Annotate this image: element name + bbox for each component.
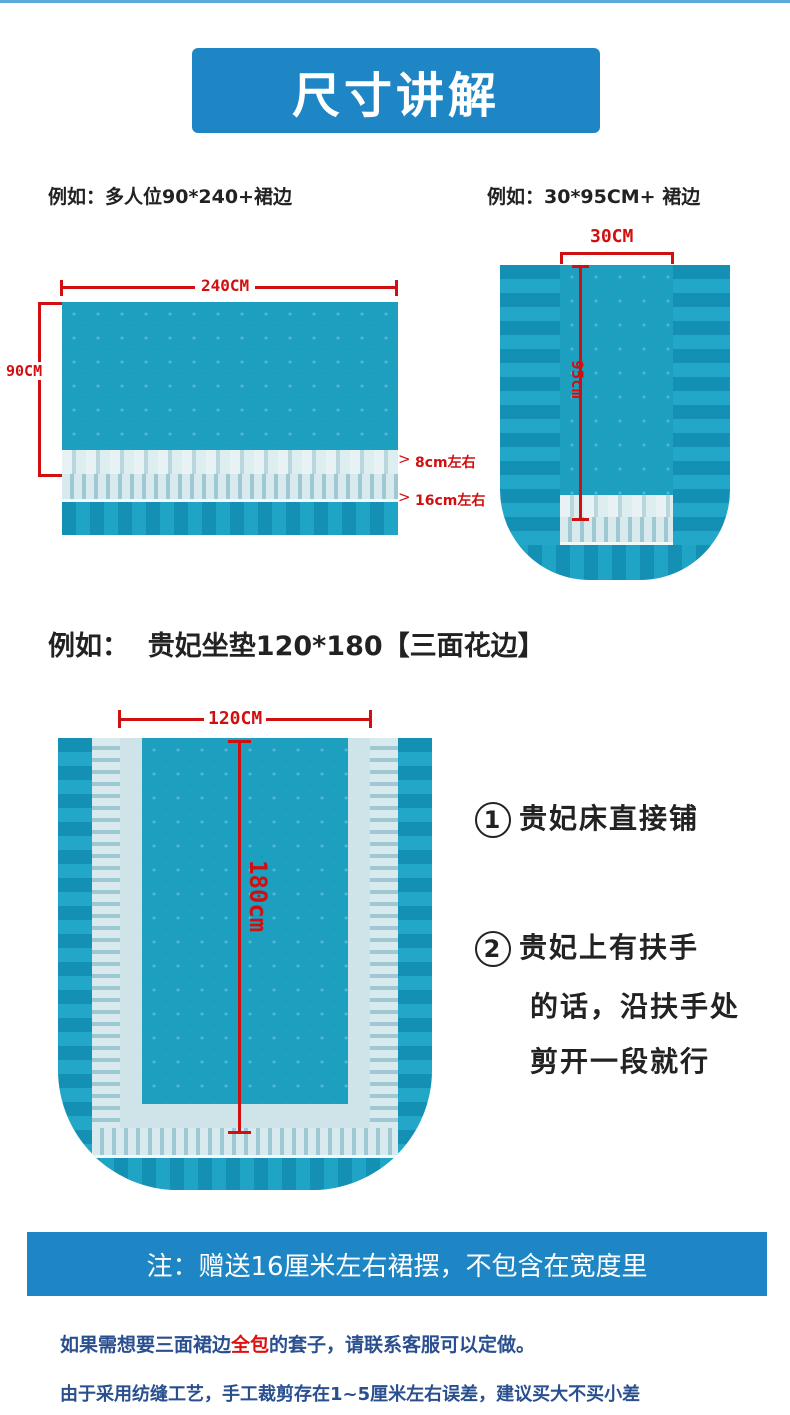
chair-cushion-image (500, 265, 730, 580)
sofa-cushion-image (62, 302, 398, 535)
lace-size-label: 8cm左右 (415, 455, 476, 471)
top-divider (0, 0, 790, 3)
custom-order-note: 如果需想要三面裙边全包的套子，请联系客服可以定做。 (60, 1334, 536, 1356)
height-measure-90 (38, 302, 41, 476)
number-circle-icon: 1 (475, 802, 511, 838)
page-title: 尺寸讲解 (192, 48, 600, 133)
note-banner: 注：赠送16厘米左右裙摆，不包含在宽度里 (27, 1232, 767, 1296)
width-measure-30: 30CM (590, 226, 634, 247)
tip-2-line-2: 的话，沿扶手处 (530, 990, 741, 1023)
tip-2-line-3: 剪开一段就行 (530, 1045, 711, 1078)
chaise-cushion-image (58, 738, 432, 1190)
width-measure-120: 120CM (118, 708, 372, 729)
example2-label: 例如：30*95CM+ 裙边 (487, 186, 701, 208)
height-measure-95 (579, 265, 582, 520)
example3-label: 例如： 贵妃坐垫120*180【三面花边】 (48, 631, 545, 662)
width-measure-240: 240CM (60, 276, 398, 296)
height-measure-180 (238, 740, 241, 1134)
number-circle-icon: 2 (475, 931, 511, 967)
tolerance-note: 由于采用纺缝工艺，手工裁剪存在1~5厘米左右误差，建议买大不买小差 (60, 1384, 641, 1405)
skirt-size-label: 16cm左右 (415, 493, 486, 509)
example1-label: 例如：多人位90*240+裙边 (48, 186, 292, 208)
